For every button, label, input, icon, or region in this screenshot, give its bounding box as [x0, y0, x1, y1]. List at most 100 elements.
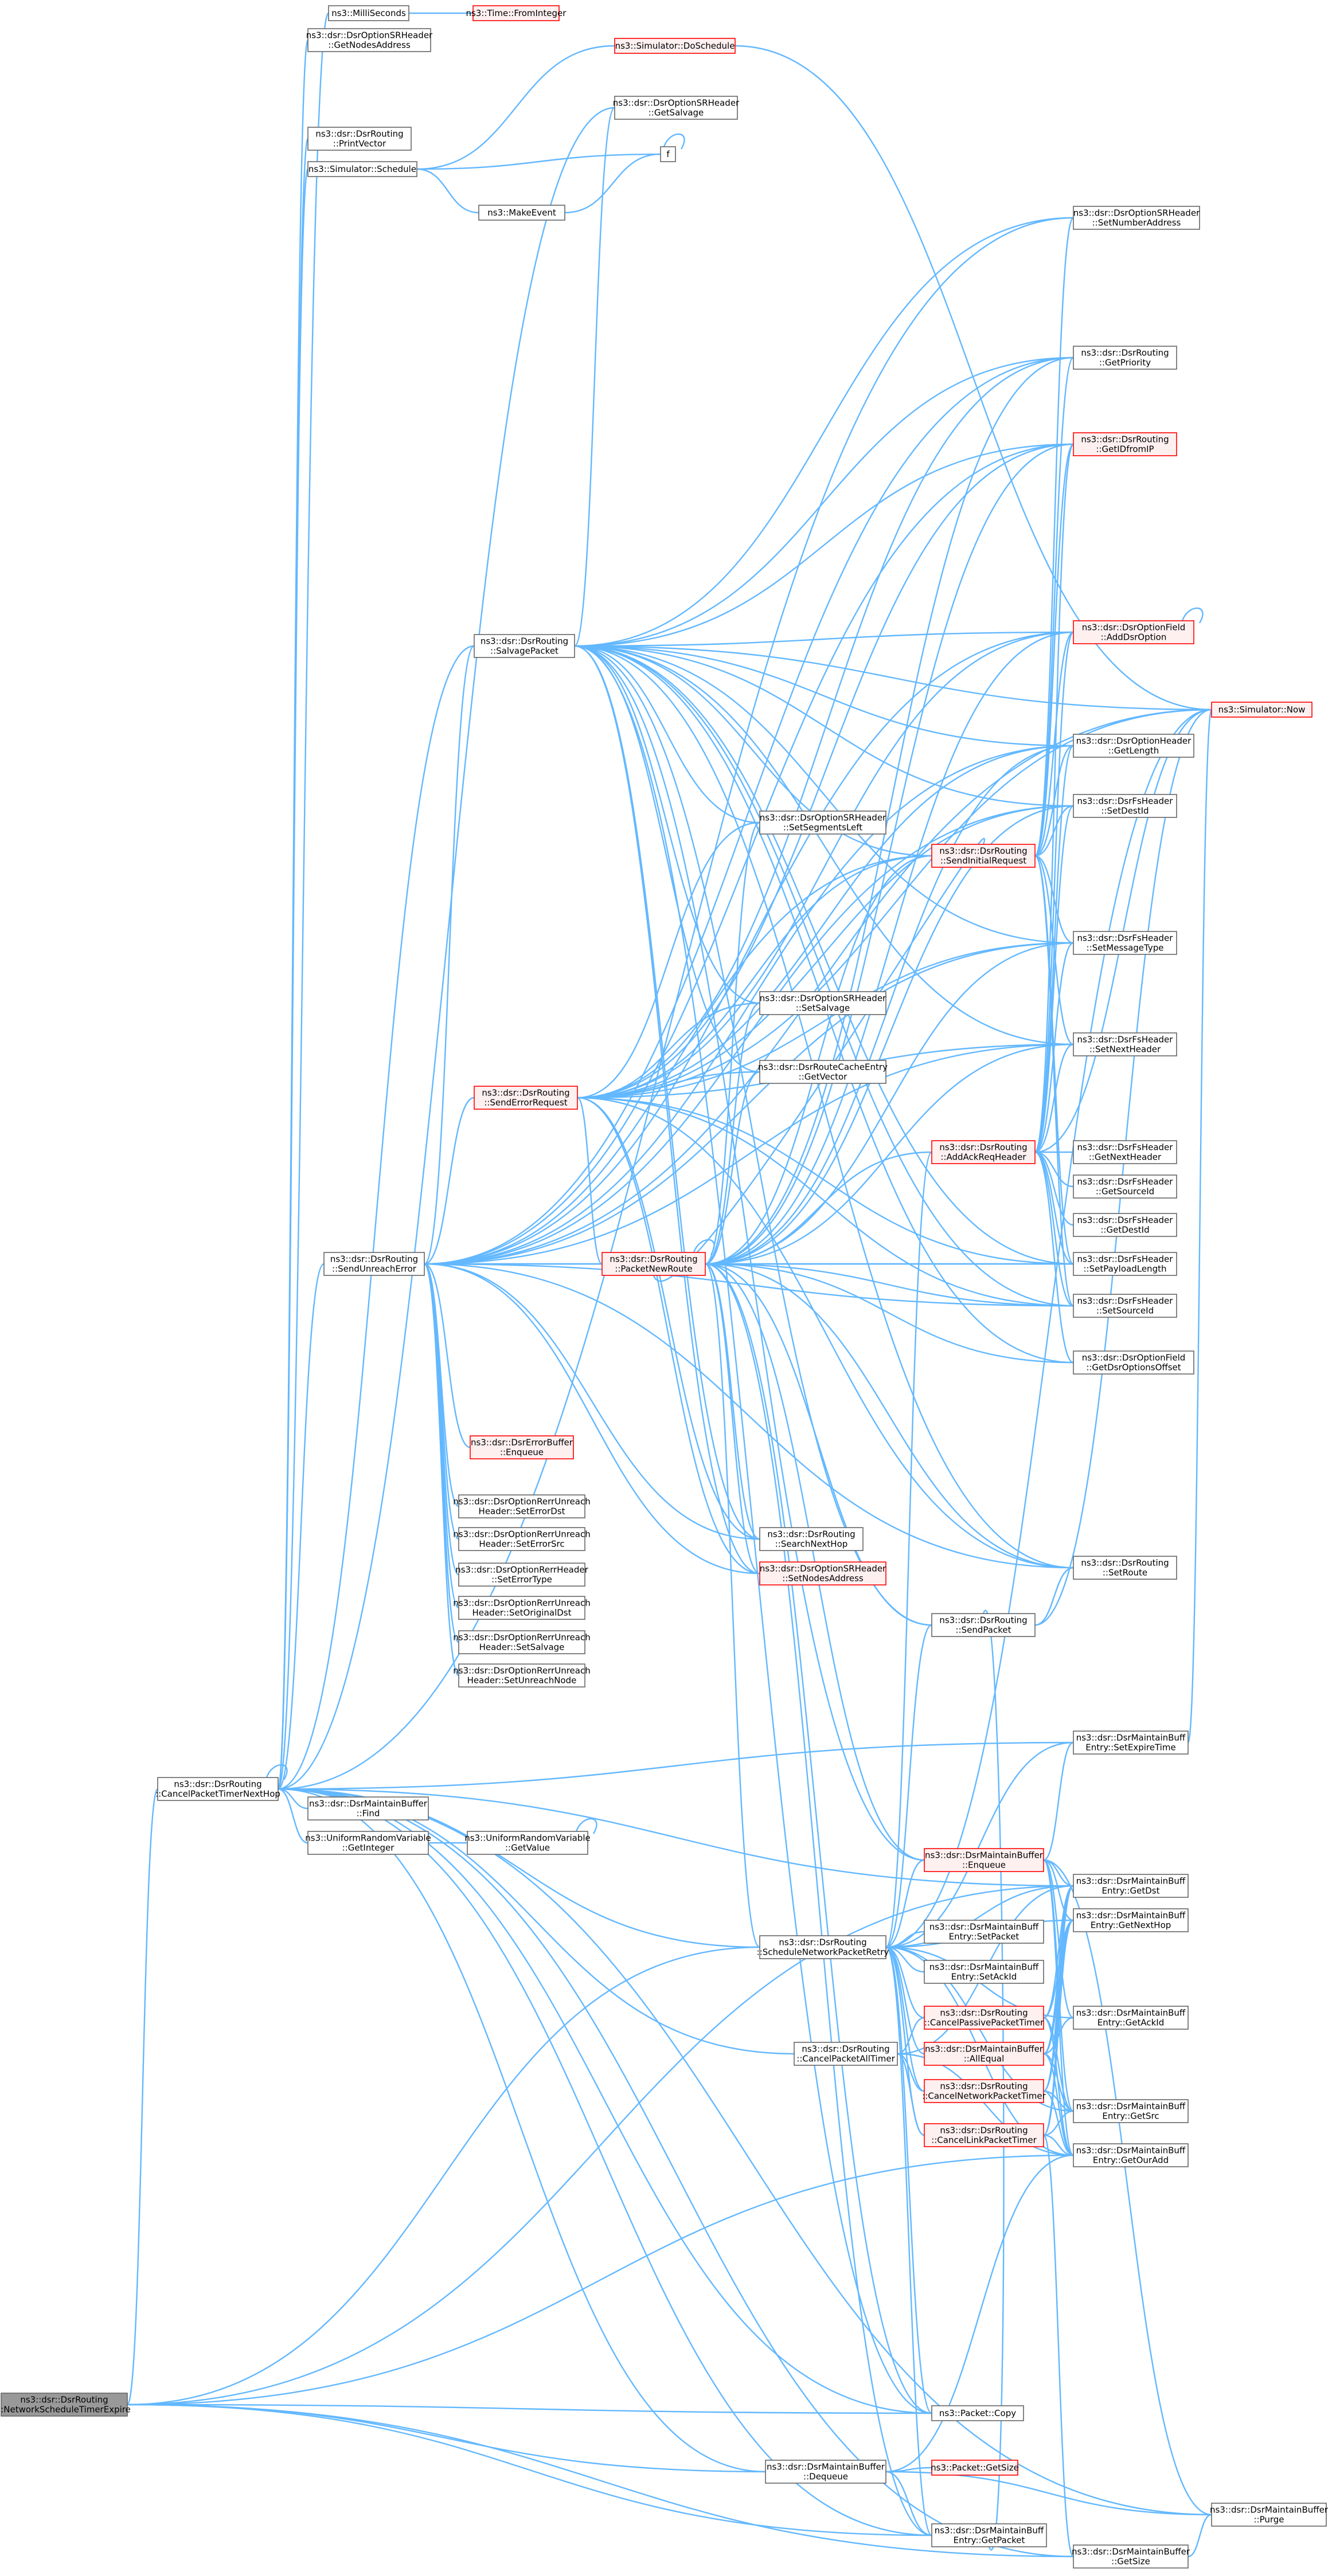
node-ns3-dsr-dsrfsheader-setnextheader[interactable]: ns3::dsr::DsrFsHeader::SetNextHeader: [1073, 1032, 1177, 1056]
node-ns3-dsr-dsroptionsrheader-setsalvage[interactable]: ns3::dsr::DsrOptionSRHeader::SetSalvage: [759, 991, 886, 1015]
node-ns3-uniformrandomvariable-getvalue[interactable]: ns3::UniformRandomVariable::GetValue: [464, 1831, 591, 1855]
node-ns3-dsr-dsrrouting-getidfromip[interactable]: ns3::dsr::DsrRouting::GetIDfromIP: [1073, 432, 1177, 456]
node-ns3-dsr-dsrmaintainbuffer-dequeue[interactable]: ns3::dsr::DsrMaintainBuffer::Dequeue: [765, 2460, 886, 2484]
node-box: [323, 1252, 425, 1276]
node-ns3-dsr-dsroptionrerrunreach-header-seterrordst[interactable]: ns3::dsr::DsrOptionRerrUnreachHeader::Se…: [453, 1494, 591, 1518]
node-box: [328, 5, 409, 21]
node-ns3-time-frominteger[interactable]: ns3::Time::FromInteger: [466, 5, 567, 21]
node-ns3-dsr-dsrfsheader-getnextheader[interactable]: ns3::dsr::DsrFsHeader::GetNextHeader: [1073, 1140, 1177, 1164]
node-label: ::GetIDfromIP: [1096, 444, 1154, 455]
node-ns3-dsr-dsrrouting-networkscheduletimerexpire[interactable]: ns3::dsr::DsrRouting::NetworkScheduleTim…: [0, 2393, 131, 2417]
node-ns3-dsr-dsrmaintainbuff-entry-setexpiretime[interactable]: ns3::dsr::DsrMaintainBuffEntry::SetExpir…: [1073, 1731, 1189, 1755]
edge-packetNewRoute-to-schedNetRetry: [705, 1263, 760, 1948]
edge-schedNetRetry-to-mbEnqueue: [885, 1859, 925, 1948]
node-ns3-dsr-dsrmaintainbuffer-enqueue[interactable]: ns3::dsr::DsrMaintainBuffer::Enqueue: [924, 1848, 1044, 1872]
node-label: Header::SetOriginalDst: [472, 1608, 571, 1618]
node-ns3-packet-getsize[interactable]: ns3::Packet::GetSize: [931, 2460, 1019, 2476]
node-ns3-dsr-dsrrouting-cancelpacketalltimer[interactable]: ns3::dsr::DsrRouting::CancelPacketAllTim…: [794, 2042, 898, 2066]
node-ns3-dsr-dsroptionsrheader-getnodesaddress[interactable]: ns3::dsr::DsrOptionSRHeader::GetNodesAdd…: [306, 28, 433, 52]
node-ns3-dsr-dsrrouting-packetnewroute[interactable]: ns3::dsr::DsrRouting::PacketNewRoute: [601, 1252, 706, 1276]
node-ns3-dsr-dsroptionsrheader-setnodesaddress[interactable]: ns3::dsr::DsrOptionSRHeader::SetNodesAdd…: [759, 1561, 886, 1585]
node-label: ::CancelLinkPacketTimer: [931, 2135, 1037, 2146]
node-ns3-simulator-schedule[interactable]: ns3::Simulator::Schedule: [307, 161, 417, 177]
node-ns3-dsr-dsroptionrerrunreach-header-setsalvage[interactable]: ns3::dsr::DsrOptionRerrUnreachHeader::Se…: [453, 1630, 591, 1654]
node-ns3-dsr-dsrrouting-printvector[interactable]: ns3::dsr::DsrRouting::PrintVector: [307, 127, 412, 151]
node-ns3-dsr-dsrfsheader-setsourceid[interactable]: ns3::dsr::DsrFsHeader::SetSourceId: [1073, 1294, 1177, 1318]
node-label: ns3::dsr::DsrOptionSRHeader: [613, 98, 740, 108]
node-ns3-dsr-dsrmaintainbuffer-purge[interactable]: ns3::dsr::DsrMaintainBuffer::Purge: [1210, 2503, 1329, 2527]
node-ns3-dsr-dsrrouting-sendpacket[interactable]: ns3::dsr::DsrRouting::SendPacket: [931, 1613, 1036, 1637]
node-ns3-dsr-dsrmaintainbuff-entry-getouradd[interactable]: ns3::dsr::DsrMaintainBuffEntry::GetOurAd…: [1073, 2143, 1189, 2167]
node-ns3-dsr-dsrrouting-getpriority[interactable]: ns3::dsr::DsrRouting::GetPriority: [1073, 346, 1177, 370]
node-ns3-dsr-dsrrouting-sendunreacherror[interactable]: ns3::dsr::DsrRouting::SendUnreachError: [323, 1252, 425, 1276]
node-box: [1073, 794, 1177, 818]
node-ns3-dsr-dsroptionsrheader-setsegmentsleft[interactable]: ns3::dsr::DsrOptionSRHeader::SetSegments…: [759, 811, 886, 835]
edge-addAckReq-to-setNextHeader: [1034, 1043, 1074, 1153]
node-label: ::SetSalvage: [796, 1003, 850, 1013]
node-ns3-dsr-dsrmaintainbuff-entry-getpacket[interactable]: ns3::dsr::DsrMaintainBuffEntry::GetPacke…: [931, 2523, 1047, 2547]
node-ns3-dsr-dsrfsheader-setpayloadlength[interactable]: ns3::dsr::DsrFsHeader::SetPayloadLength: [1073, 1252, 1177, 1276]
edge-sendInitReq-to-setDestId: [1034, 805, 1074, 857]
edge-sendErrReq-to-setDestId: [577, 805, 1074, 1099]
node-ns3-dsr-dsroptionfield-getdsroptionsoffset[interactable]: ns3::dsr::DsrOptionField::GetDsrOptionsO…: [1073, 1350, 1194, 1375]
node-box: [1211, 702, 1313, 718]
node-ns3-dsr-dsrrouting-cancellinkpackettimer[interactable]: ns3::dsr::DsrRouting::CancelLinkPacketTi…: [924, 2123, 1044, 2147]
node-ns3-milliseconds[interactable]: ns3::MilliSeconds: [328, 5, 409, 21]
node-ns3-dsr-dsrrouting-salvagepacket[interactable]: ns3::dsr::DsrRouting::SalvagePacket: [474, 634, 575, 658]
node-ns3-dsr-dsrrouting-sendinitialrequest[interactable]: ns3::dsr::DsrRouting::SendInitialRequest: [931, 844, 1036, 868]
node-ns3-dsr-dsroptionsrheader-getsalvage[interactable]: ns3::dsr::DsrOptionSRHeader::GetSalvage: [613, 96, 740, 120]
node-ns3-dsr-dsroptionrerrunreach-header-setunreachnode[interactable]: ns3::dsr::DsrOptionRerrUnreachHeader::Se…: [453, 1663, 591, 1688]
edge-sendInitReq-to-getPriority: [1034, 357, 1075, 857]
node-ns3-dsr-dsrerrorbuffer-enqueue[interactable]: ns3::dsr::DsrErrorBuffer::Enqueue: [470, 1435, 574, 1459]
node-box: [458, 1596, 585, 1620]
edge-sendErrReq-to-addDsrOption: [577, 631, 1074, 1099]
node-ns3-dsr-dsrrouting-searchnexthop[interactable]: ns3::dsr::DsrRouting::SearchNextHop: [759, 1527, 864, 1551]
edge-sendUnreach-to-setMsgType: [424, 942, 1074, 1265]
node-ns3-simulator-doschedule[interactable]: ns3::Simulator::DoSchedule: [614, 38, 736, 54]
node-label: ns3::dsr::DsrMaintainBuff: [1076, 1876, 1186, 1886]
node-ns3-dsr-dsroptionsrheader-setnumberaddress[interactable]: ns3::dsr::DsrOptionSRHeader::SetNumberAd…: [1073, 206, 1200, 230]
node-ns3-simulator-now[interactable]: ns3::Simulator::Now: [1211, 702, 1313, 718]
node-ns3-dsr-dsrrouting-addackreqheader[interactable]: ns3::dsr::DsrRouting::AddAckReqHeader: [931, 1140, 1036, 1164]
node-ns3-dsr-dsrmaintainbuff-entry-setpacket[interactable]: ns3::dsr::DsrMaintainBuffEntry::SetPacke…: [924, 1920, 1044, 1944]
node-label: ::GetDestId: [1100, 1225, 1149, 1235]
node-ns3-uniformrandomvariable-getinteger[interactable]: ns3::UniformRandomVariable::GetInteger: [305, 1831, 431, 1855]
node-ns3-dsr-dsrfsheader-setdestid[interactable]: ns3::dsr::DsrFsHeader::SetDestId: [1073, 794, 1177, 818]
node-box: [1073, 2006, 1189, 2030]
node-ns3-dsr-dsroptionrerrheader-seterrortype[interactable]: ns3::dsr::DsrOptionRerrHeader::SetErrorT…: [455, 1563, 589, 1587]
node-ns3-dsr-dsrmaintainbuffer-getsize[interactable]: ns3::dsr::DsrMaintainBuffer::GetSize: [1072, 2544, 1190, 2569]
node-box: [1073, 1032, 1177, 1056]
node-label: ns3::dsr::DsrOptionRerrUnreach: [453, 1666, 590, 1676]
node-ns3-dsr-dsrfsheader-getsourceid[interactable]: ns3::dsr::DsrFsHeader::GetSourceId: [1073, 1175, 1177, 1199]
node-label: ns3::Simulator::DoSchedule: [615, 41, 735, 51]
node-f[interactable]: f: [660, 146, 676, 162]
node-ns3-dsr-dsrrouting-cancelnetworkpackettimer[interactable]: ns3::dsr::DsrRouting::CancelNetworkPacke…: [922, 2079, 1046, 2103]
node-ns3-dsr-dsrmaintainbuffer-find[interactable]: ns3::dsr::DsrMaintainBuffer::Find: [307, 1796, 429, 1821]
node-ns3-dsr-dsrrouting-schedulenetworkpacketretry[interactable]: ns3::dsr::DsrRouting::ScheduleNetworkPac…: [757, 1935, 889, 1959]
node-ns3-dsr-dsroptionrerrunreach-header-seterrorsrc[interactable]: ns3::dsr::DsrOptionRerrUnreachHeader::Se…: [453, 1527, 591, 1551]
node-ns3-dsr-dsrfsheader-setmessagetype[interactable]: ns3::dsr::DsrFsHeader::SetMessageType: [1073, 931, 1177, 955]
node-ns3-dsr-dsrmaintainbuffer-allequal[interactable]: ns3::dsr::DsrMaintainBuffer::AllEqual: [924, 2042, 1044, 2066]
node-label: Entry::SetAckId: [951, 1972, 1017, 1982]
node-ns3-dsr-dsrrouting-setroute[interactable]: ns3::dsr::DsrRouting::SetRoute: [1073, 1556, 1177, 1580]
node-ns3-dsr-dsroptionfield-adddsroption[interactable]: ns3::dsr::DsrOptionField::AddDsrOption: [1073, 620, 1194, 644]
node-ns3-dsr-dsrroutecacheentry-getvector[interactable]: ns3::dsr::DsrRouteCacheEntry::GetVector: [758, 1060, 888, 1084]
node-ns3-dsr-dsrrouting-senderrorrequest[interactable]: ns3::dsr::DsrRouting::SendErrorRequest: [474, 1086, 578, 1110]
node-ns3-dsr-dsrrouting-cancelpackettimernexthop[interactable]: ns3::dsr::DsrRouting::CancelPacketTimerN…: [155, 1777, 280, 1801]
edge-schedNetRetry-to-getDst: [885, 1885, 1074, 1948]
node-ns3-makeevent[interactable]: ns3::MakeEvent: [478, 205, 565, 221]
node-ns3-dsr-dsroptionrerrunreach-header-setoriginaldst[interactable]: ns3::dsr::DsrOptionRerrUnreachHeader::Se…: [453, 1596, 591, 1620]
node-ns3-dsr-dsrrouting-cancelpassivepackettimer[interactable]: ns3::dsr::DsrRouting::CancelPassivePacke…: [924, 2006, 1044, 2030]
edge-packetNewRoute-to-searchNextHop: [705, 1263, 760, 1540]
node-label: ::SetSourceId: [1096, 1306, 1154, 1316]
node-ns3-packet-copy[interactable]: ns3::Packet::Copy: [931, 2405, 1024, 2421]
node-ns3-dsr-dsroptionheader-getlength[interactable]: ns3::dsr::DsrOptionHeader::GetLength: [1073, 734, 1194, 758]
node-ns3-dsr-dsrfsheader-getdestid[interactable]: ns3::dsr::DsrFsHeader::GetDestId: [1073, 1213, 1177, 1237]
node-ns3-dsr-dsrmaintainbuff-entry-getnexthop[interactable]: ns3::dsr::DsrMaintainBuffEntry::GetNextH…: [1073, 1908, 1189, 1932]
node-box: [1073, 1175, 1177, 1199]
node-label: ns3::dsr::DsrRouting: [481, 636, 568, 647]
